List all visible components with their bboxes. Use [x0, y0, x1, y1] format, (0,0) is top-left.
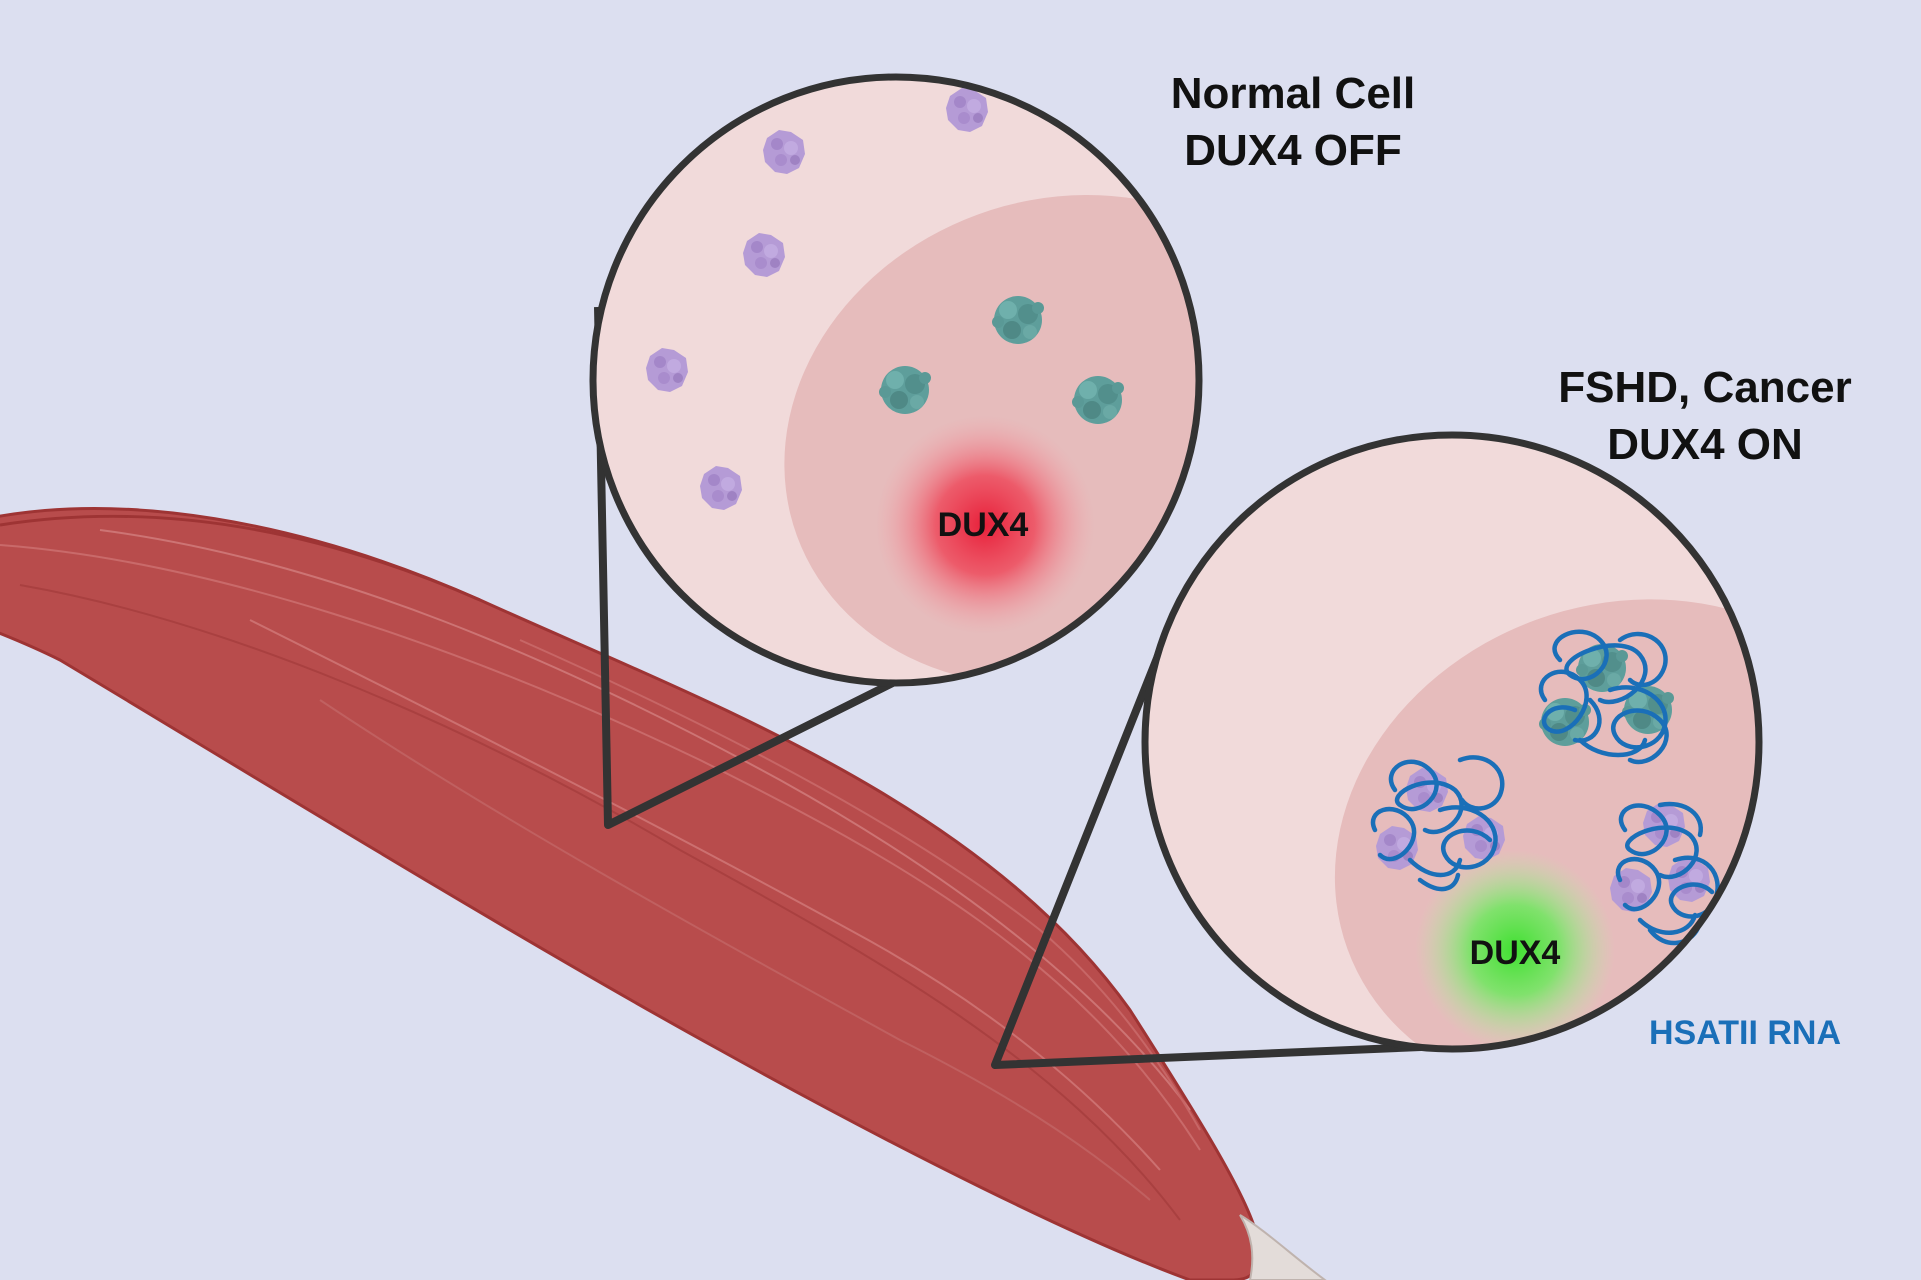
hsatii-cluster [1370, 755, 1505, 892]
normal-cell-title-line1: Normal Cell [1171, 69, 1416, 118]
dux4-on-glow [1415, 850, 1615, 1049]
disease-cell-title-line2: DUX4 ON [1607, 420, 1803, 469]
normal-cell-title-line2: DUX4 OFF [1184, 126, 1402, 175]
dux4-on-label: DUX4 [1470, 934, 1561, 972]
muscle-illustration [0, 507, 1261, 1280]
dux4-off-glow [875, 415, 1095, 635]
disease-cell-magnifier [1141, 431, 1763, 1053]
dux4-off-label: DUX4 [938, 506, 1029, 544]
hsatii-cluster [1538, 629, 1674, 765]
disease-cell-title-line1: FSHD, Cancer [1558, 363, 1851, 412]
tendon [1239, 1214, 1327, 1280]
hsatii-rna-label: HSATII RNA [1649, 1014, 1841, 1052]
zoom-lines-disease [991, 611, 1446, 1069]
